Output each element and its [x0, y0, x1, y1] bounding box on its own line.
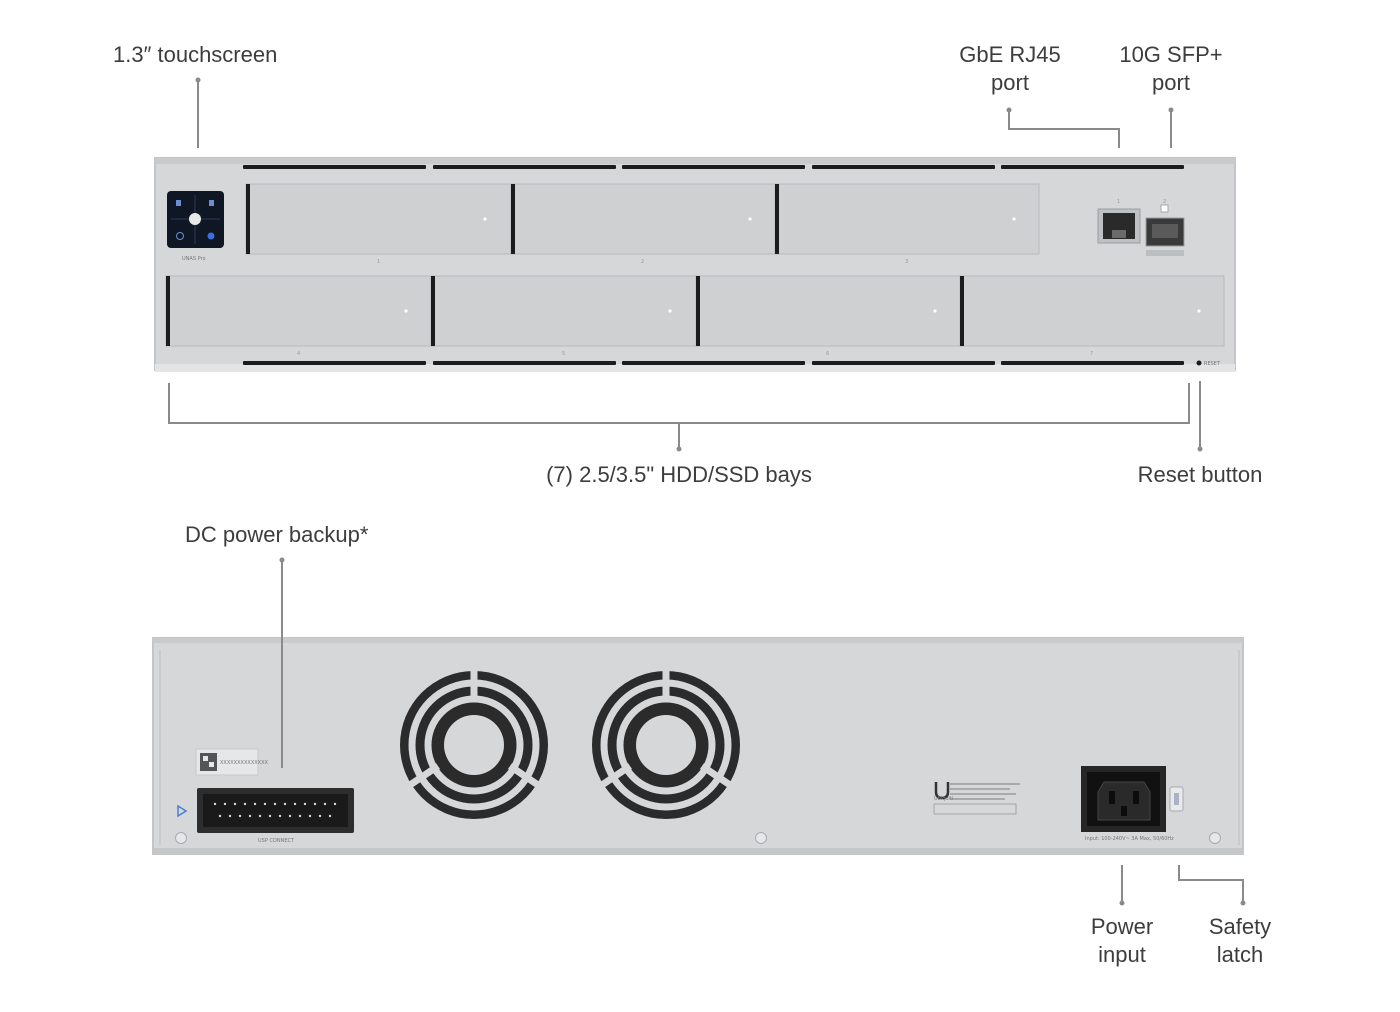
bay-number: 2 — [641, 259, 644, 265]
device-label: UNAS Pro — [182, 256, 206, 262]
drive-bay[interactable] — [165, 275, 434, 347]
front-chassis: UNAS Pro — [154, 157, 1236, 372]
callout-sfp-line2: port — [1152, 70, 1190, 95]
bay-number: 7 — [1090, 351, 1093, 357]
callout-sfp-port: 10G SFP+ port — [1111, 41, 1231, 97]
top-vents — [243, 165, 1184, 169]
bay-number: 4 — [297, 351, 300, 357]
model-label: Ubiquiti — [934, 796, 953, 802]
callout-gbe-line1: GbE RJ45 — [959, 42, 1061, 67]
drive-bay[interactable] — [510, 183, 778, 255]
callout-power-line1: Power — [1090, 914, 1154, 939]
drive-bay[interactable] — [959, 275, 1225, 347]
callout-dc-backup: DC power backup* — [185, 522, 369, 547]
callout-sfp-line1: 10G SFP+ — [1119, 42, 1223, 67]
callout-gbe-port: GbE RJ45 port — [950, 41, 1070, 97]
bottom-vents — [243, 361, 1184, 365]
port-number: 2 — [1163, 199, 1166, 205]
bay-number: 3 — [905, 259, 908, 265]
callout-touchscreen: 1.3″ touchscreen — [113, 42, 278, 67]
drive-bay[interactable] — [695, 275, 963, 347]
callout-reset-button: Reset button — [1137, 462, 1263, 487]
drive-bay[interactable] — [774, 183, 1040, 255]
port-number: 1 — [1117, 199, 1120, 205]
callout-drive-bays: (7) 2.5/3.5" HDD/SSD bays — [546, 462, 812, 487]
dc-label-sticker — [195, 748, 259, 776]
callout-latch-line2: latch — [1216, 942, 1264, 967]
callout-power-input: Power input — [1072, 913, 1172, 969]
callout-latch-line1: Safety — [1208, 914, 1272, 939]
power-inlet[interactable] — [1081, 766, 1166, 832]
bay-number: 5 — [562, 351, 565, 357]
screw-icon — [175, 832, 1221, 844]
touchscreen — [167, 191, 224, 248]
compliance-label — [933, 782, 1020, 815]
reset-label: RESET — [1204, 361, 1221, 367]
dc-label: XXXXXXXXXXXXXX — [220, 760, 269, 766]
drive-bay[interactable] — [430, 275, 698, 347]
reset-button[interactable] — [1196, 360, 1202, 366]
fan-grille — [592, 670, 740, 819]
bay-number: 1 — [377, 259, 380, 265]
rear-leaders — [279, 557, 1246, 906]
rj45-port[interactable] — [1097, 208, 1141, 244]
power-rating: Input: 100-240V~ 3A Max, 50/60Hz — [1085, 836, 1174, 842]
callout-gbe-line2: port — [991, 70, 1029, 95]
rear-chassis: XXXXXXXXXXXXXX USP CONNECT — [152, 637, 1244, 855]
safety-latch[interactable] — [1169, 786, 1184, 812]
callout-safety-latch: Safety latch — [1190, 913, 1290, 969]
fan-grille — [400, 670, 548, 819]
usp-label: USP CONNECT — [258, 838, 295, 844]
callout-power-line2: input — [1098, 942, 1146, 967]
bay-number: 6 — [826, 351, 829, 357]
front-leaders — [168, 77, 1203, 452]
sfp-port[interactable] — [1145, 204, 1185, 256]
indicator-arrow-icon — [177, 804, 188, 818]
drive-bay[interactable] — [245, 183, 513, 255]
usp-connector[interactable] — [197, 788, 354, 833]
